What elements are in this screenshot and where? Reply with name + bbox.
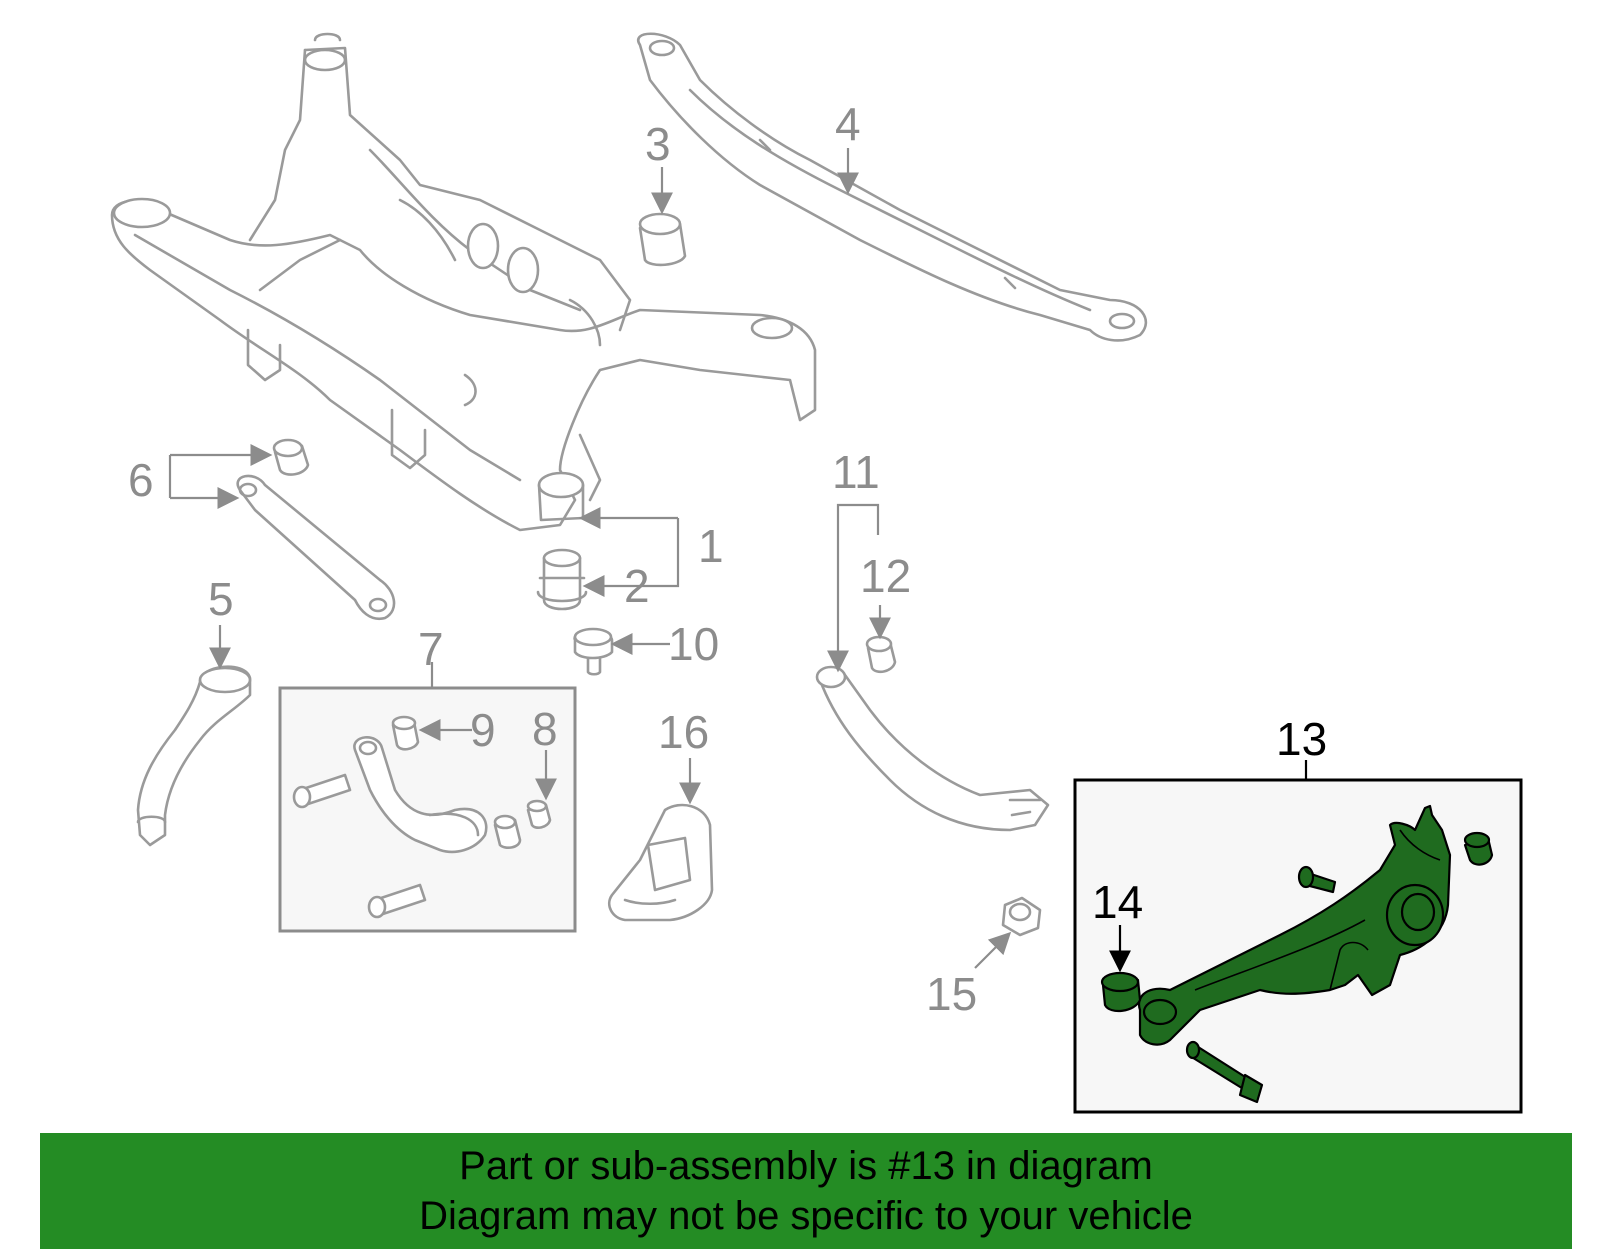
part-6-link[interactable] [236,438,396,621]
part-4-lateral-link[interactable] [636,32,1148,342]
callout-8: 8 [532,703,558,755]
part-14-bushing[interactable] [1100,971,1142,1013]
callout-1: 1 [698,520,724,572]
leader-lines [168,148,1308,973]
banner-line-2: Diagram may not be specific to your vehi… [419,1194,1193,1238]
callout-3: 3 [645,118,671,170]
callout-7: 7 [418,623,444,675]
banner-line-1: Part or sub-assembly is #13 in diagram [459,1144,1153,1188]
part-3-bushing[interactable] [638,212,687,267]
callout-13: 13 [1276,713,1327,765]
callout-5: 5 [208,573,234,625]
callout-11: 11 [832,446,880,498]
callout-16: 16 [658,706,709,758]
part-13-bolt-lower[interactable] [1185,1040,1264,1104]
info-banner: Part or sub-assembly is #13 in diagram D… [40,1133,1572,1249]
part-13-bushing[interactable] [1463,831,1494,866]
callout-labels: 1 2 3 4 5 6 7 8 9 10 11 12 13 14 15 16 [128,98,1327,1020]
callout-2: 2 [624,560,650,612]
part-15-nut[interactable] [1001,896,1042,937]
part-9-bushing[interactable] [391,715,420,751]
part-8-bushing[interactable] [526,799,552,830]
part-10-mount[interactable] [573,627,614,676]
callout-15: 15 [926,968,977,1020]
callout-9: 9 [470,704,496,756]
part-13-trailing-arm[interactable] [1137,804,1452,1046]
callout-14: 14 [1092,876,1143,928]
part-12-bushing[interactable] [865,635,897,674]
callout-6: 6 [128,454,154,506]
parts-diagram: 1 2 3 4 5 6 7 8 9 10 11 12 13 14 15 16 [110,32,1523,1114]
part-13-bolt-upper[interactable] [1297,865,1337,894]
part-2-bushing[interactable] [536,548,588,611]
part-11-arm[interactable] [815,665,1050,832]
part-5-link[interactable] [136,665,252,847]
callout-12: 12 [860,550,911,602]
part-16-bracket[interactable] [607,803,714,922]
callout-4: 4 [835,98,861,150]
callout-10: 10 [668,618,719,670]
part-1-subframe[interactable] [110,32,817,532]
